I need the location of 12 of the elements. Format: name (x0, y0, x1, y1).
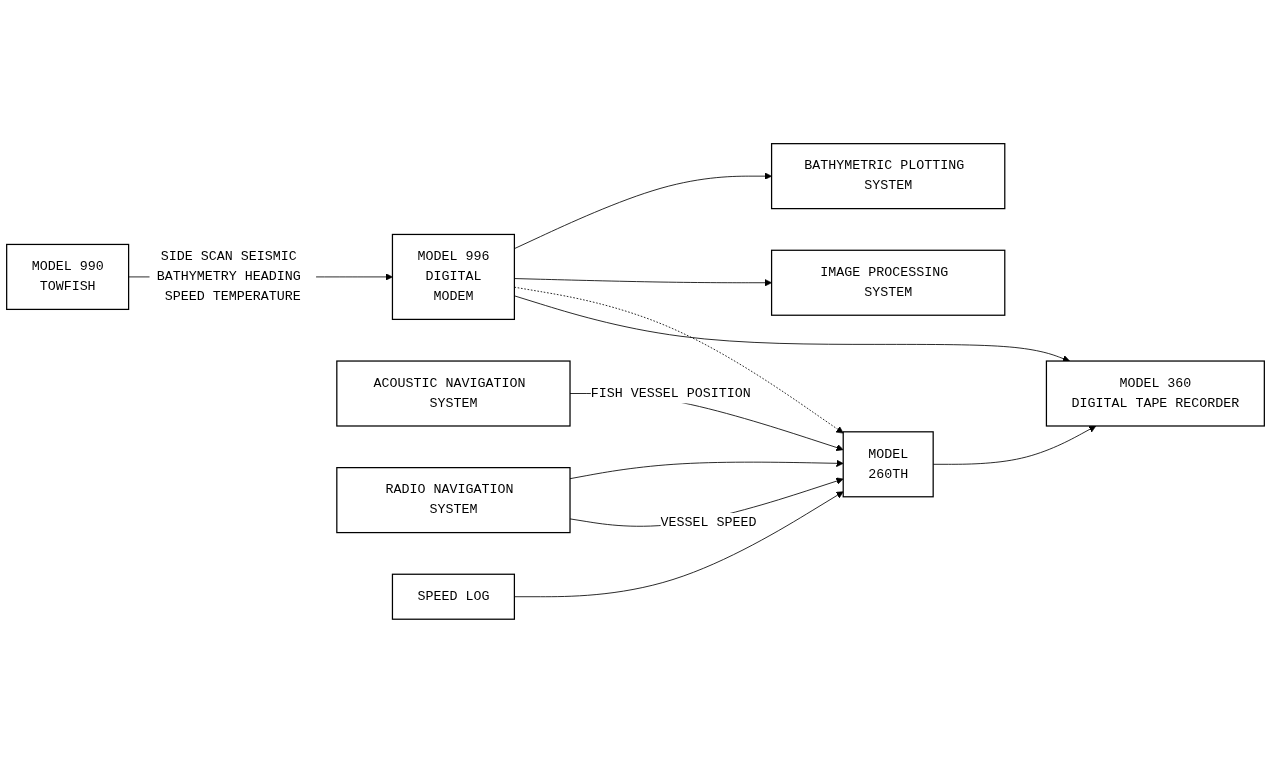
node-box: MODEL 996 DIGITAL MODEM (391, 233, 515, 320)
edge-label: VESSEL SPEED (660, 514, 757, 530)
edge-label: SIDE SCAN SEISMIC BATHYMETRY HEADING SPEED TEMPERATURE (156, 249, 301, 304)
node-box: ACOUSTIC NAVIGATION SYSTEM (336, 359, 571, 427)
node-box: MODEL 990 TOWFISH (6, 243, 130, 310)
edge-label: FISH VESSEL POSITION (590, 385, 751, 401)
node-box: RADIO NAVIGATION SYSTEM (336, 466, 571, 533)
node-box: SPEED LOG (391, 573, 515, 620)
node-box: IMAGE PROCESSING SYSTEM (770, 249, 1006, 316)
node-box: MODEL 360 DIGITAL TAPE RECORDER (1045, 359, 1265, 427)
node-box: MODEL 260TH (842, 430, 934, 497)
node-box: BATHYMETRIC PLOTTING SYSTEM (770, 142, 1006, 209)
